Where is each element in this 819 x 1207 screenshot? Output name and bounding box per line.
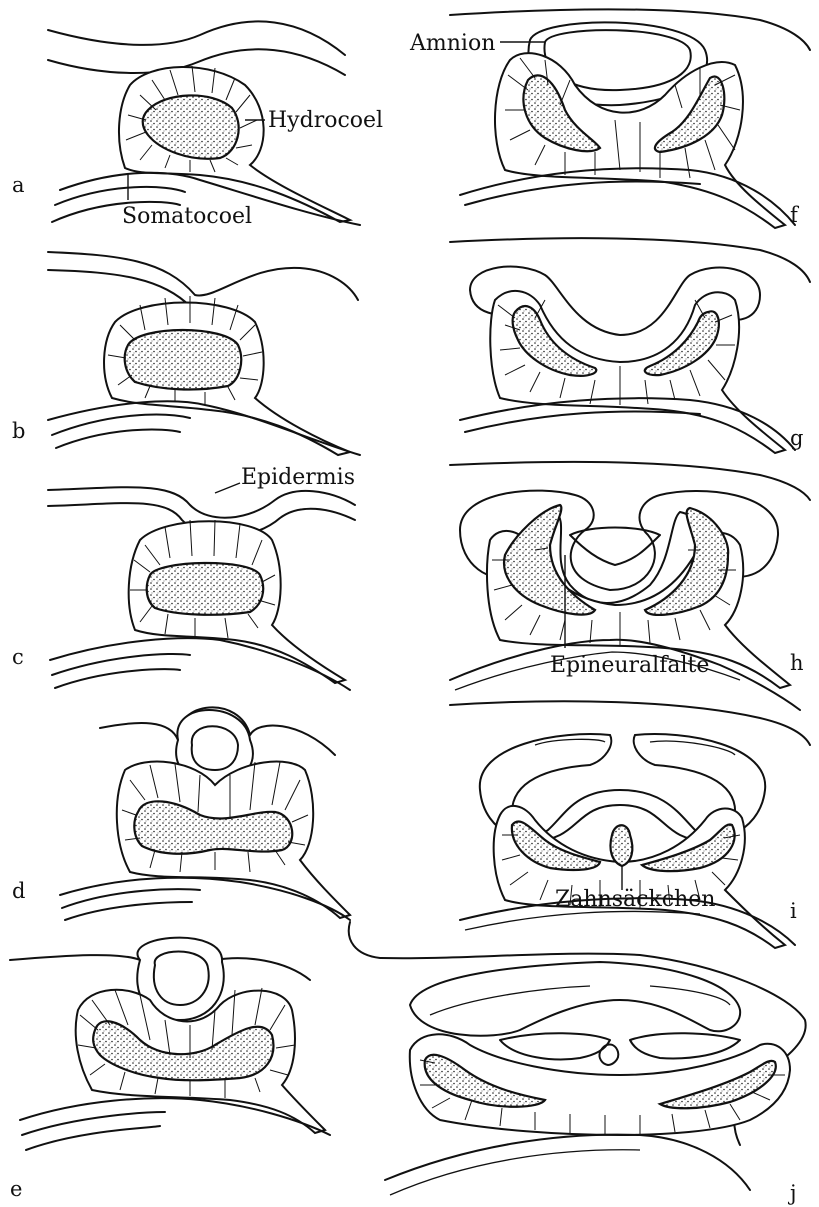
panel-letter-g: g — [790, 426, 803, 450]
panel-g: g — [450, 238, 810, 453]
label-zahnsaeckchen: Zahnsäckchen — [555, 887, 715, 912]
panel-b: b — [12, 252, 360, 455]
epidermis-line — [48, 487, 355, 518]
panel-h: Epineuralfalte h — [450, 462, 810, 710]
label-somatocoel: Somatocoel — [122, 204, 252, 229]
panel-letter-f: f — [790, 203, 800, 227]
hydrocoel-cavity — [125, 330, 242, 389]
label-epidermis: Epidermis — [241, 465, 355, 490]
panel-a: Hydrocoel Somatocoel a — [12, 21, 383, 229]
panel-letter-c: c — [12, 645, 24, 669]
amnion-fold — [410, 962, 740, 1036]
zahnsaeckchen — [610, 825, 632, 866]
panel-letter-h: h — [790, 651, 804, 675]
panel-letter-e: e — [10, 1177, 22, 1201]
panel-letter-i: i — [790, 899, 797, 923]
panel-f: Amnion f — [409, 9, 810, 228]
panel-letter-j: j — [787, 1181, 797, 1205]
hydrocoel-cavity — [147, 563, 263, 615]
panel-letter-a: a — [12, 173, 25, 197]
label-amnion: Amnion — [409, 31, 495, 56]
label-epineuralfalte: Epineuralfalte — [550, 653, 709, 678]
panel-d: d — [12, 707, 350, 920]
epidermis-line — [48, 21, 345, 55]
panel-letter-b: b — [12, 419, 25, 443]
coelom-wall — [494, 806, 785, 948]
panel-i: Zahnsäckchen i — [450, 701, 810, 948]
panel-c: Epidermis c — [12, 465, 355, 690]
panel-j: j — [349, 922, 806, 1205]
label-hydrocoel: Hydrocoel — [268, 108, 383, 133]
epidermis-leader — [215, 483, 240, 493]
panel-e: e — [10, 938, 330, 1201]
panel-letter-d: d — [12, 879, 25, 903]
